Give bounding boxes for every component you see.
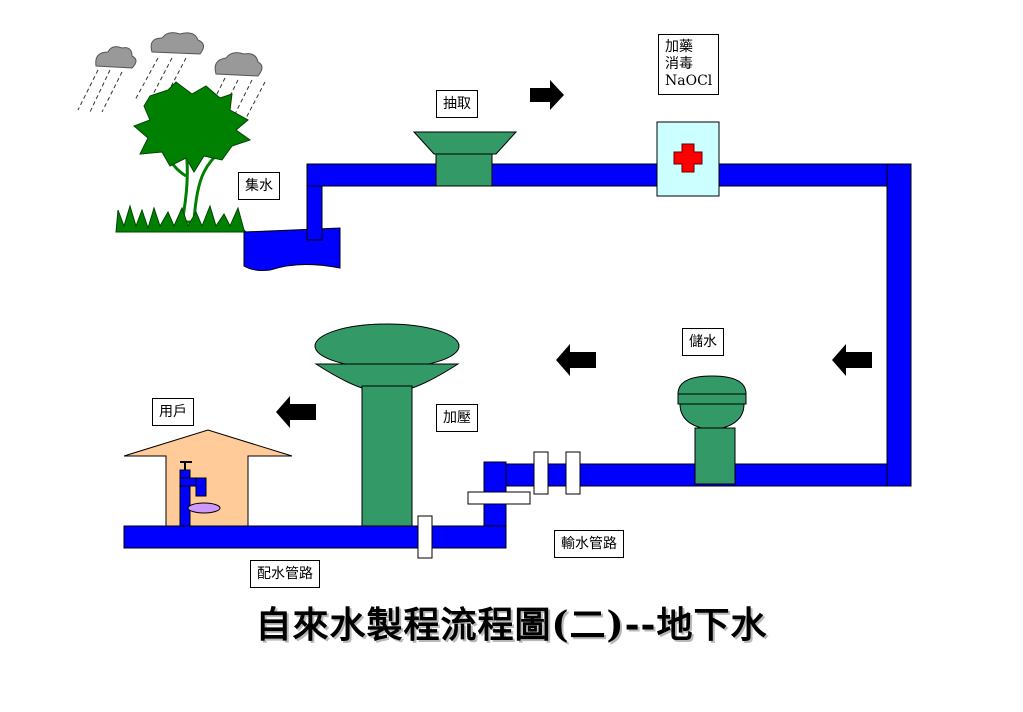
top-pipe bbox=[306, 163, 888, 187]
storage-tank bbox=[677, 375, 747, 485]
valve-2 bbox=[565, 451, 581, 495]
arrow-right-icon bbox=[530, 80, 564, 110]
label-pressurize: 加壓 bbox=[436, 404, 478, 432]
valve-couplings bbox=[417, 451, 581, 559]
distribution-pipe bbox=[123, 525, 507, 549]
tree-icon bbox=[133, 81, 252, 224]
grass-icon bbox=[115, 204, 248, 233]
valve-4 bbox=[417, 515, 433, 559]
label-distribution-pipe: 配水管路 bbox=[250, 560, 320, 588]
water-reservoir bbox=[243, 227, 341, 271]
diagram-title: 自來水製程流程圖(二)--地下水 bbox=[255, 604, 768, 646]
red-cross-icon bbox=[673, 143, 703, 173]
label-extract: 抽取 bbox=[436, 90, 478, 118]
arrow-left-icon bbox=[556, 344, 596, 376]
label-user: 用戶 bbox=[152, 398, 194, 426]
right-pipe bbox=[886, 163, 912, 487]
label-collect: 集水 bbox=[238, 172, 280, 200]
intake-riser-pipe bbox=[306, 185, 323, 241]
flow-arrows bbox=[276, 80, 872, 428]
arrow-left-icon bbox=[276, 396, 316, 428]
house-icon bbox=[123, 429, 293, 527]
valve-1 bbox=[533, 451, 549, 495]
label-dose: 加藥 消毒 NaOCl bbox=[658, 34, 720, 95]
label-storage: 儲水 bbox=[682, 328, 724, 356]
label-transmission-pipe: 輸水管路 bbox=[554, 530, 624, 558]
pump-unit bbox=[412, 131, 518, 187]
arrow-left-icon bbox=[832, 344, 872, 376]
cloud-icon bbox=[95, 32, 263, 77]
valve-3 bbox=[467, 491, 531, 505]
basin-icon bbox=[187, 502, 221, 514]
water-tower bbox=[314, 323, 460, 527]
